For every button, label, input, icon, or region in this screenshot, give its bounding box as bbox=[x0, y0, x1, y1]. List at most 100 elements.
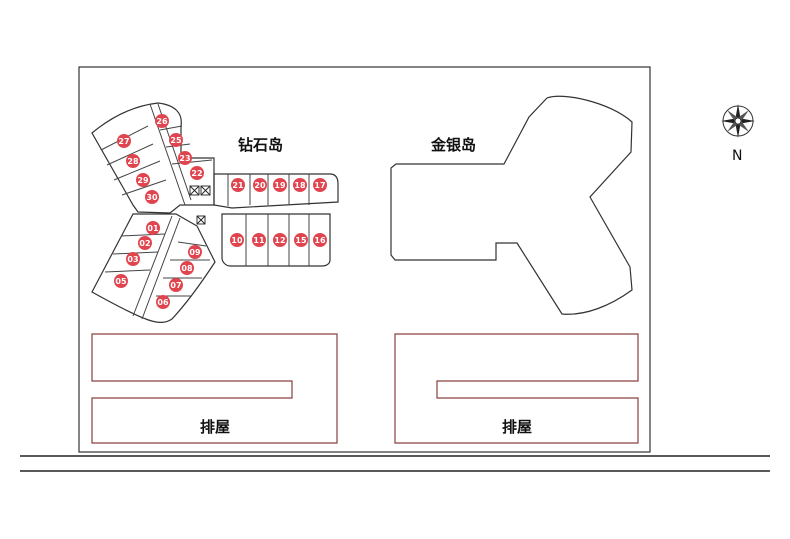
unit-badge-circle bbox=[136, 173, 150, 187]
stair-icon bbox=[189, 185, 200, 196]
unit-number: 29 bbox=[137, 176, 149, 185]
unit-22[interactable]: 22 bbox=[190, 166, 204, 180]
unit-number: 02 bbox=[139, 239, 150, 248]
diamond-island-label: 钻石岛 bbox=[238, 136, 283, 154]
unit-badge-circle bbox=[145, 190, 159, 204]
divider bbox=[104, 269, 151, 273]
unit-number: 26 bbox=[156, 117, 168, 126]
right-wing-outline bbox=[213, 173, 339, 209]
lower-left-wing-outline bbox=[91, 213, 216, 323]
gold-silver-island-outline bbox=[390, 95, 633, 315]
unit-badge-circle bbox=[117, 134, 131, 148]
unit-number: 07 bbox=[170, 281, 181, 290]
unit-number: 10 bbox=[231, 236, 243, 245]
unit-badge-circle bbox=[188, 245, 202, 259]
compass-rose-icon bbox=[721, 104, 755, 138]
gold-silver-island-building: 金银岛 bbox=[390, 95, 633, 315]
unit-09[interactable]: 09 bbox=[188, 245, 202, 259]
unit-badge-circle bbox=[155, 114, 169, 128]
compass-north-label: N bbox=[732, 148, 742, 164]
unit-21[interactable]: 21 bbox=[231, 178, 245, 192]
unit-19[interactable]: 19 bbox=[273, 178, 287, 192]
unit-29[interactable]: 29 bbox=[136, 173, 150, 187]
unit-number: 08 bbox=[181, 264, 193, 273]
row-house-left-label: 排屋 bbox=[200, 418, 230, 436]
unit-number: 05 bbox=[115, 277, 127, 286]
unit-number: 12 bbox=[274, 236, 285, 245]
unit-badge-circle bbox=[313, 178, 327, 192]
unit-15[interactable]: 15 bbox=[294, 233, 308, 247]
row-house-left: 排屋 bbox=[91, 333, 338, 444]
unit-badge-circle bbox=[273, 233, 287, 247]
unit-16[interactable]: 16 bbox=[313, 233, 327, 247]
unit-25[interactable]: 25 bbox=[169, 133, 183, 147]
unit-badges: 26 27 25 23 28 22 29 30 21 20 19 18 17 01 02 09 03 08 10 11… bbox=[114, 114, 327, 309]
unit-number: 15 bbox=[295, 236, 307, 245]
unit-badge-circle bbox=[293, 178, 307, 192]
unit-number: 22 bbox=[191, 169, 202, 178]
divider bbox=[113, 160, 161, 181]
unit-07[interactable]: 07 bbox=[169, 278, 183, 292]
unit-badge-circle bbox=[126, 252, 140, 266]
unit-05[interactable]: 05 bbox=[114, 274, 128, 288]
unit-11[interactable]: 11 bbox=[252, 233, 266, 247]
site-boundary bbox=[78, 66, 651, 453]
unit-number: 30 bbox=[146, 193, 158, 202]
unit-number: 06 bbox=[157, 298, 169, 307]
diamond-island-building: 26 27 25 23 28 22 29 30 21 20 19 18 17 01 02 09 03 08 10 11… bbox=[91, 102, 339, 323]
unit-badge-circle bbox=[114, 274, 128, 288]
unit-number: 18 bbox=[294, 181, 306, 190]
unit-number: 11 bbox=[253, 236, 265, 245]
unit-badge-circle bbox=[180, 261, 194, 275]
unit-badge-circle bbox=[190, 166, 204, 180]
unit-number: 21 bbox=[232, 181, 244, 190]
divider bbox=[177, 241, 207, 247]
unit-01[interactable]: 01 bbox=[146, 221, 160, 235]
unit-number: 17 bbox=[314, 181, 325, 190]
divider bbox=[171, 159, 213, 165]
compass: N bbox=[721, 104, 755, 164]
unit-12[interactable]: 12 bbox=[273, 233, 287, 247]
unit-23[interactable]: 23 bbox=[178, 151, 192, 165]
unit-badge-circle bbox=[294, 233, 308, 247]
right-wing-lower-outline bbox=[221, 213, 331, 267]
unit-badge-circle bbox=[156, 295, 170, 309]
unit-number: 28 bbox=[127, 157, 139, 166]
gold-silver-island-label: 金银岛 bbox=[430, 136, 476, 154]
unit-number: 09 bbox=[189, 248, 201, 257]
unit-badge-circle bbox=[169, 133, 183, 147]
unit-06[interactable]: 06 bbox=[156, 295, 170, 309]
unit-27[interactable]: 27 bbox=[117, 134, 131, 148]
unit-badge-circle bbox=[178, 151, 192, 165]
unit-03[interactable]: 03 bbox=[126, 252, 140, 266]
unit-badge-circle bbox=[252, 233, 266, 247]
divider bbox=[120, 233, 166, 237]
unit-18[interactable]: 18 bbox=[293, 178, 307, 192]
unit-30[interactable]: 30 bbox=[145, 190, 159, 204]
row-house-right: 排屋 bbox=[394, 333, 639, 444]
unit-10[interactable]: 10 bbox=[230, 233, 244, 247]
stair-icon bbox=[200, 185, 211, 196]
unit-number: 01 bbox=[147, 224, 159, 233]
row-house-right-outline bbox=[394, 333, 639, 444]
unit-badge-circle bbox=[253, 178, 267, 192]
unit-20[interactable]: 20 bbox=[253, 178, 267, 192]
unit-26[interactable]: 26 bbox=[155, 114, 169, 128]
divider bbox=[159, 125, 183, 131]
unit-08[interactable]: 08 bbox=[180, 261, 194, 275]
unit-number: 25 bbox=[170, 136, 182, 145]
unit-badge-circle bbox=[230, 233, 244, 247]
unit-badge-circle bbox=[169, 278, 183, 292]
unit-17[interactable]: 17 bbox=[313, 178, 327, 192]
unit-28[interactable]: 28 bbox=[126, 154, 140, 168]
unit-number: 03 bbox=[127, 255, 138, 264]
unit-badge-circle bbox=[146, 221, 160, 235]
unit-badge-circle bbox=[126, 154, 140, 168]
upper-left-wing-outline bbox=[91, 102, 215, 214]
divider bbox=[106, 143, 154, 166]
unit-number: 20 bbox=[254, 181, 266, 190]
elevator-icon bbox=[196, 215, 206, 225]
unit-02[interactable]: 02 bbox=[138, 236, 152, 250]
unit-badge-circle bbox=[231, 178, 245, 192]
